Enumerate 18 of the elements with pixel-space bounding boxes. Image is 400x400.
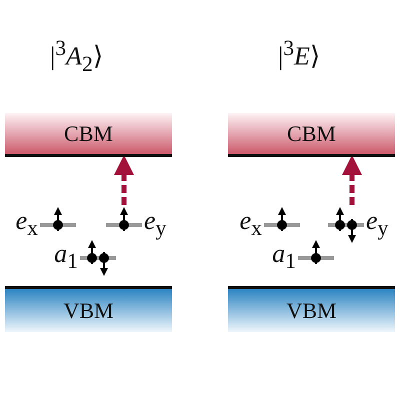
- conduction-band: [228, 113, 395, 157]
- level-label: e$_{x}$: [238, 208, 262, 242]
- valence-band: [228, 286, 395, 332]
- level-label: e$_{x}$: [14, 208, 38, 242]
- arrow: [114, 155, 134, 205]
- state-label: |$^{3}$E⟩: [278, 36, 320, 72]
- band-label: VBM: [286, 298, 337, 324]
- arrow: [342, 155, 362, 205]
- state-label: |$^{3}$A$_{2}$⟩: [50, 36, 103, 77]
- level-label: a$_{1}$: [271, 241, 296, 275]
- band-label: CBM: [64, 120, 113, 146]
- band-label: CBM: [287, 120, 336, 146]
- valence-band: [5, 286, 172, 332]
- band-label: VBM: [63, 298, 114, 324]
- conduction-band: [5, 113, 172, 157]
- level-label: a$_{1}$: [53, 241, 78, 275]
- level-label: e$_{y}$: [366, 208, 388, 242]
- level-label: e$_{y}$: [144, 208, 166, 242]
